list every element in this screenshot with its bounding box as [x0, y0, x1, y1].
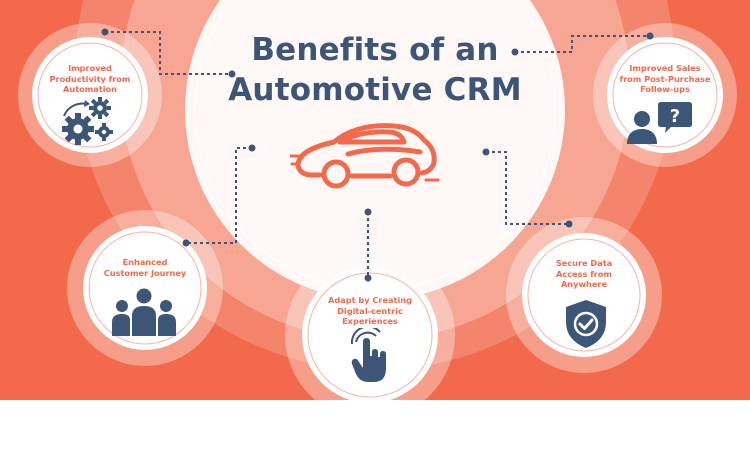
- person-question-icon: ?: [627, 102, 692, 144]
- bottom-margin: [0, 400, 750, 468]
- gears-icon: [62, 97, 113, 145]
- benefit-label-productivity: Improved Productivity from Automation: [49, 63, 131, 94]
- svg-text:?: ?: [670, 106, 680, 127]
- title-line-1: Benefits of an: [251, 32, 499, 68]
- sports-car-icon: [290, 123, 440, 189]
- background-shapes: [18, 0, 737, 400]
- page-title: Benefits of an Automotive CRM: [215, 30, 535, 110]
- benefit-label-sales: Improved Sales from Post-Purchase Follow…: [619, 63, 711, 94]
- benefit-label-digital: Adapt by Creating Digital-centric Experi…: [328, 295, 412, 326]
- infographic: Benefits of an Automotive CRM Improved P…: [0, 0, 750, 400]
- title-line-2: Automotive CRM: [228, 72, 522, 108]
- hand-tap-icon: [350, 328, 386, 382]
- group-icon: [112, 288, 176, 336]
- shield-check-icon: [566, 300, 606, 348]
- benefit-label-secure: Secure Data Access from Anywhere: [555, 258, 613, 289]
- connector-secure: [486, 151, 569, 225]
- benefit-label-journey: Enhanced Customer Journey: [103, 257, 187, 278]
- connector-productivity: [105, 31, 232, 75]
- connector-journey: [186, 147, 252, 244]
